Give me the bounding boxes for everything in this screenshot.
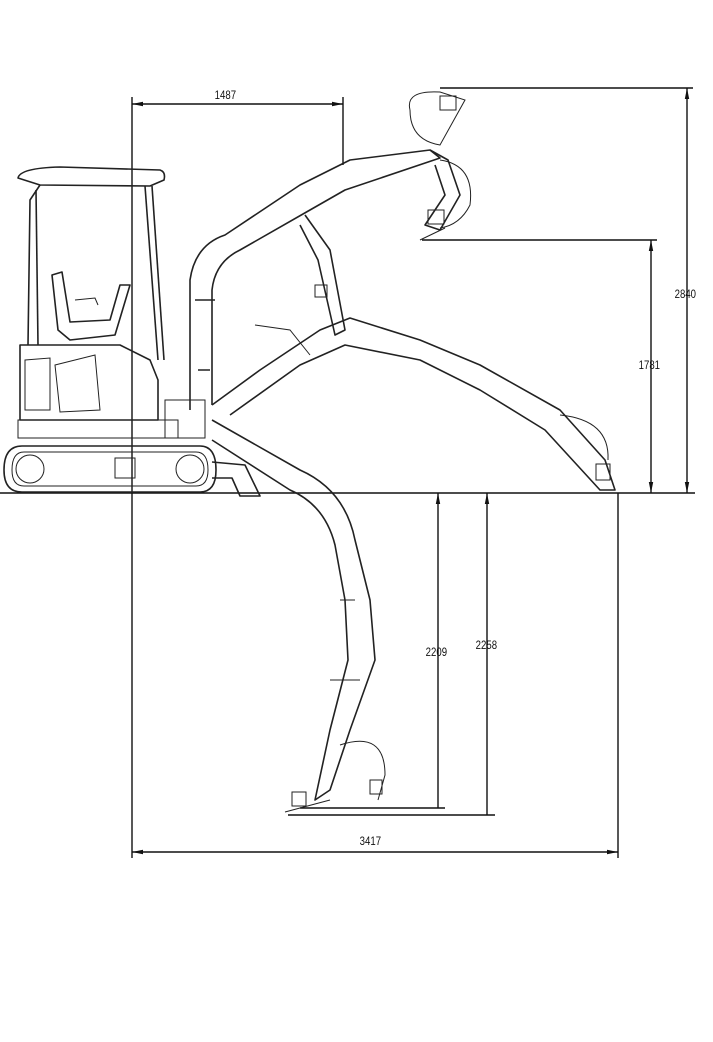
dimension-2258 bbox=[288, 493, 495, 816]
dimension-label-2209: 2209 bbox=[425, 645, 448, 659]
excavator-machine bbox=[3, 166, 261, 497]
arm-digging bbox=[211, 419, 386, 813]
dimension-label-2840: 2840 bbox=[674, 287, 697, 301]
dimension-label-1487: 1487 bbox=[214, 88, 237, 102]
dimension-label-3417: 3417 bbox=[359, 834, 382, 848]
arm-raised bbox=[189, 91, 472, 410]
dimension-label-1781: 1781 bbox=[638, 358, 661, 372]
arm-extended bbox=[211, 284, 616, 491]
dimension-2840 bbox=[440, 87, 693, 493]
dimension-1781 bbox=[422, 239, 657, 493]
dimension-label-2258: 2258 bbox=[475, 638, 498, 652]
dimension-3417 bbox=[132, 493, 619, 858]
dimension-1487 bbox=[131, 97, 344, 858]
dimension-2209 bbox=[300, 493, 445, 809]
